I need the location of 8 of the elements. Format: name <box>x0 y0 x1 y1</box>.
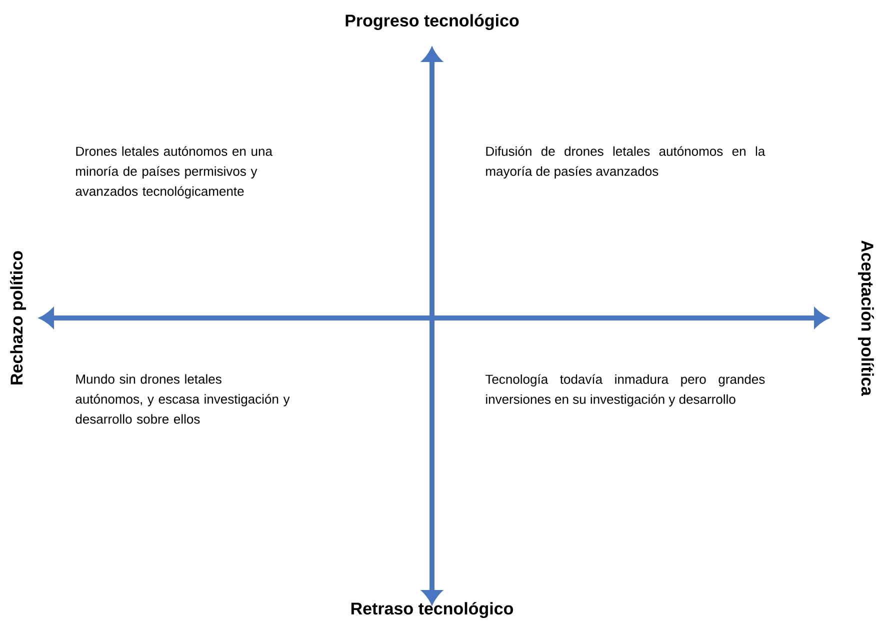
quadrant-text: Mundo sin drones letales autónomos, y escasa investigación y desarrollo sobre ellos <box>76 374 290 424</box>
quadrant-text: Difusión de drones letales autónomos en la mayoría de pasíes avanzados <box>486 146 766 178</box>
axis-label: Rechazo político <box>10 251 26 384</box>
quadrant-text: Tecnología todavía inmadura pero grandes inversiones en su investigación y desarrollo <box>486 374 765 406</box>
quadrant-text: Drones letales autónomos en una minoría de países permisivos y avanzados tecnológicamente <box>76 146 272 198</box>
axis-label: Retraso tecnológico <box>351 602 514 618</box>
axis-label: Aceptación política <box>858 240 874 396</box>
axis-label: Progreso tecnológico <box>346 14 519 30</box>
